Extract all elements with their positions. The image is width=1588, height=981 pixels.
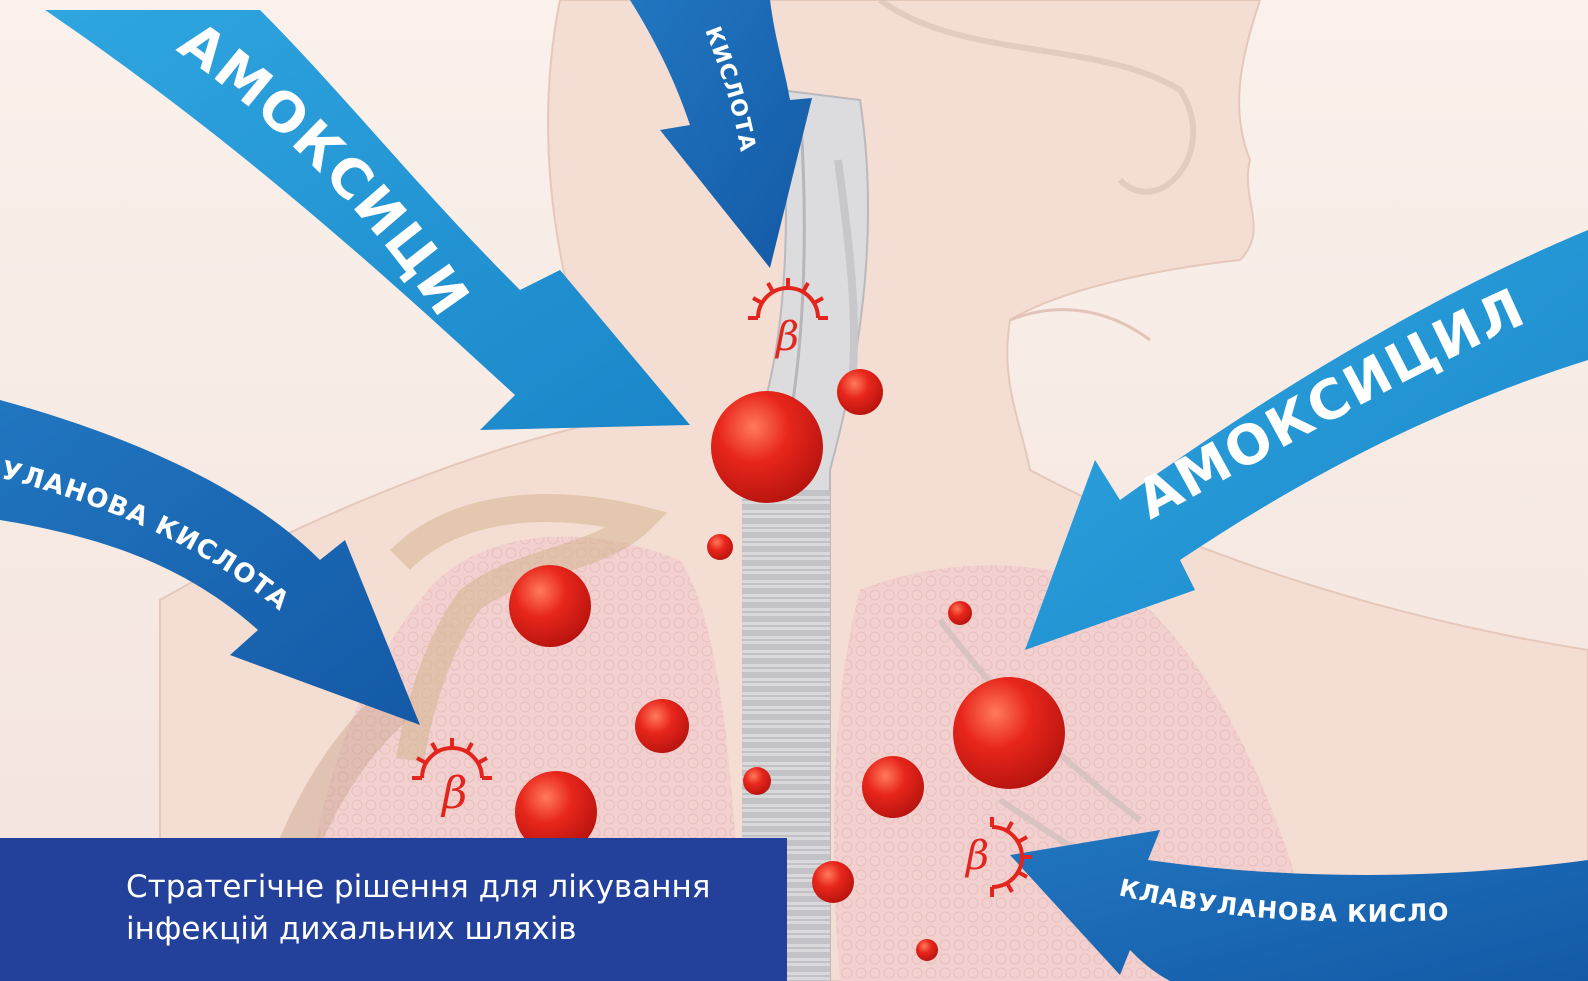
arrow-label-amoxicillin-top: АМОКСИЦИЛІН bbox=[0, 0, 482, 328]
bacterium-large-right bbox=[953, 677, 1065, 789]
bacterium-bottom-center bbox=[812, 861, 854, 903]
svg-text:АМОКСИЦИЛІН: АМОКСИЦИЛІН bbox=[0, 0, 482, 328]
caption-box: Стратегічне рішення для лікування інфекц… bbox=[0, 838, 787, 981]
bacterium-left-upper bbox=[509, 565, 591, 647]
bacterium-large-neck bbox=[711, 391, 823, 503]
bacterium-left-mid bbox=[635, 699, 689, 753]
caption-line-2: інфекцій дихальних шляхів bbox=[126, 908, 787, 950]
bacterium-small-neck bbox=[837, 369, 883, 415]
svg-text:β: β bbox=[964, 833, 989, 879]
caption-line-1: Стратегічне рішення для лікування bbox=[126, 866, 787, 908]
bacterium-tiny-neck bbox=[707, 534, 733, 560]
bacterium-right-small bbox=[862, 756, 924, 818]
svg-text:β: β bbox=[774, 314, 799, 360]
bacterium-right-tiny bbox=[948, 601, 972, 625]
bacterium-bottom-tiny bbox=[916, 939, 938, 961]
bacterium-trachea bbox=[743, 767, 771, 795]
svg-text:β: β bbox=[440, 768, 467, 819]
